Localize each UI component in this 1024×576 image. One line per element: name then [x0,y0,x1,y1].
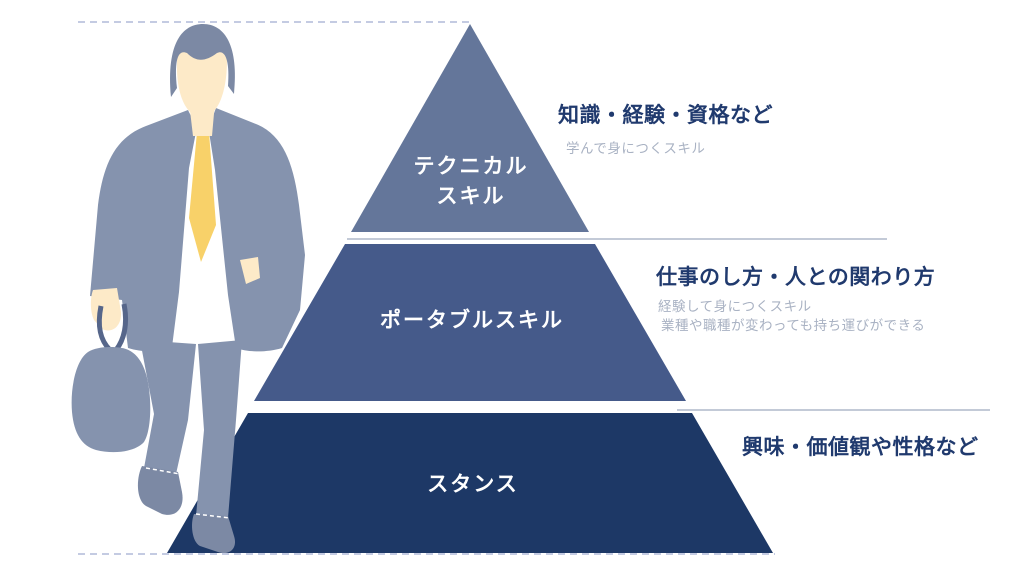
pyramid-level-stance-label: スタンス [427,473,519,496]
left-leg [140,340,196,474]
briefcase-handle [113,303,129,352]
right-shoe [192,514,236,554]
pyramid-level-stance-shape [167,413,773,553]
necktie [189,132,216,262]
pyramid-level-technical-shape [351,24,589,232]
annotation-note: 経験して身につくスキル [658,299,812,314]
right-hand [240,257,260,284]
knee-seam [145,467,181,475]
annotation-title-stance: 興味・価値観や性格など [742,436,979,459]
annotation-note: 業種や職種が変わっても持ち運びができる [661,318,926,333]
pyramid-level-technical-label: テクニカル スキル [413,155,529,208]
annotation-title-technical: 知識・経験・資格など [558,104,773,127]
jacket-right-panel [209,108,305,352]
annotation-title-portable: 仕事のし方・人との関わり方 [656,266,936,289]
left-shoe [137,466,183,515]
businessman-illustration [71,24,305,554]
pyramid-level-portable-shape [254,244,686,401]
pyramid-level-portable-label: ポータブルスキル [380,309,564,332]
annotation-note: 学んで身につくスキル [566,141,706,156]
right-leg [196,340,242,518]
hair [170,24,236,97]
briefcase [71,347,151,453]
ankle-seam [195,513,231,519]
left-hand [90,288,122,331]
